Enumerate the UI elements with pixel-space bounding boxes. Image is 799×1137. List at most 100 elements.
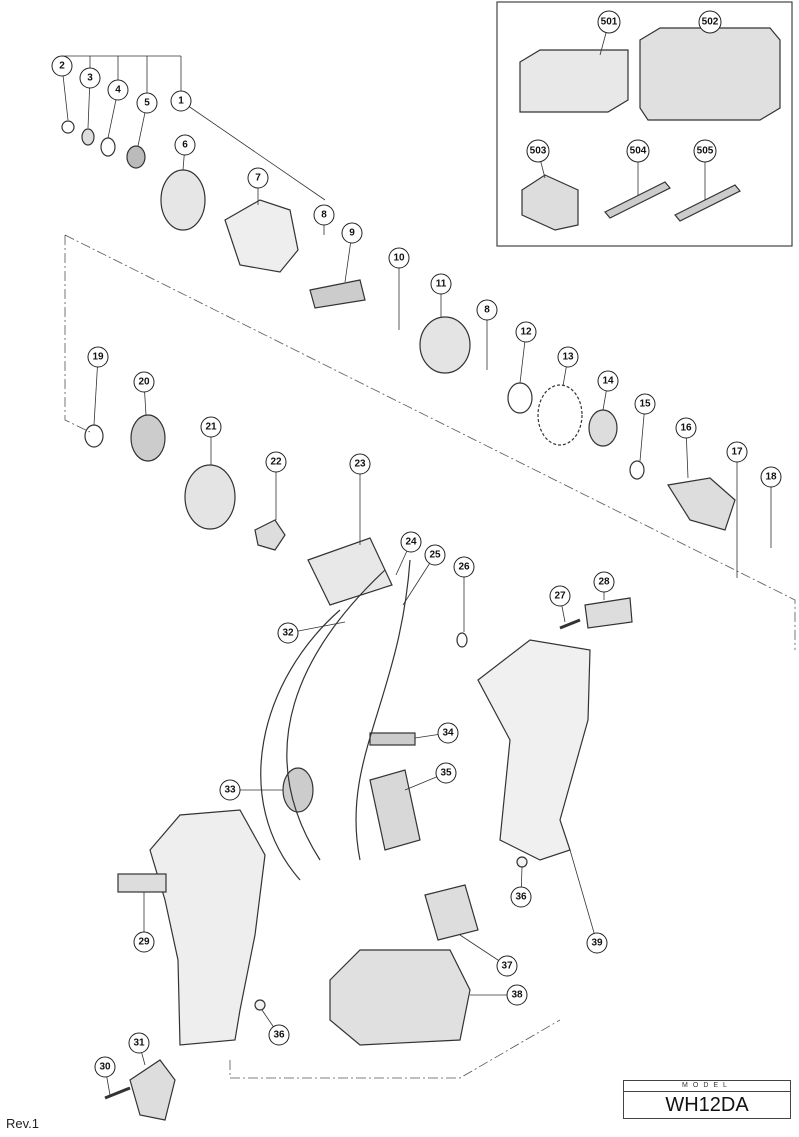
callout-circle: [170, 90, 192, 112]
callout-circle: [247, 167, 269, 189]
callout-number: 39: [591, 938, 603, 949]
part-15-drawing: [629, 460, 645, 480]
part-callout-8: 8: [476, 299, 498, 321]
part-7-drawing: [224, 199, 299, 273]
callout-circle: [626, 139, 650, 163]
bit-drawing-504: [604, 181, 671, 219]
cover-31-drawing: [129, 1059, 176, 1121]
callout-number: 10: [393, 253, 405, 264]
callout-number: 503: [530, 146, 547, 157]
callout-number: 23: [354, 459, 366, 470]
callout-number: 502: [702, 17, 719, 28]
callout-circle: [506, 984, 528, 1006]
part-12-drawing: [507, 382, 533, 414]
callout-number: 8: [484, 305, 490, 316]
callout-number: 2: [59, 61, 65, 72]
part-callout-26: 26: [453, 556, 475, 578]
callout-number: 3: [87, 73, 93, 84]
part-callout-11: 11: [430, 273, 452, 295]
callout-number: 15: [639, 399, 651, 410]
callout-number: 28: [598, 577, 610, 588]
callout-circle: [476, 299, 498, 321]
callout-number: 13: [562, 352, 574, 363]
accessory-inset-frame: [496, 1, 793, 247]
leader-line: [180, 100, 326, 201]
callout-number: 501: [601, 17, 618, 28]
part-callout-32: 32: [277, 622, 299, 644]
callout-circle: [430, 273, 452, 295]
part-2-drawing: [61, 120, 75, 134]
part-callout-20: 20: [133, 371, 155, 393]
callout-circle: [549, 585, 571, 607]
bit-drawing-505: [674, 184, 741, 222]
callout-number: 12: [520, 327, 532, 338]
callout-circle: [349, 453, 371, 475]
callout-number: 504: [630, 146, 647, 157]
callout-number: 20: [138, 377, 150, 388]
callout-number: 21: [205, 422, 217, 433]
callout-circle: [341, 222, 363, 244]
callout-circle: [265, 451, 287, 473]
model-title-block: MODEL WH12DA: [623, 1080, 791, 1119]
part-callout-12: 12: [515, 321, 537, 343]
switch-lever-drawing: [369, 732, 416, 746]
charger-drawing: [519, 49, 629, 113]
part-callout-35: 35: [435, 762, 457, 784]
part-callout-24: 24: [400, 531, 422, 553]
callout-number: 19: [92, 352, 104, 363]
part-6-drawing: [160, 169, 206, 231]
callout-circle: [128, 1032, 150, 1054]
part-callout-30: 30: [94, 1056, 116, 1078]
part-callout-37: 37: [496, 955, 518, 977]
callout-number: 37: [501, 961, 513, 972]
part-26-drawing: [456, 632, 468, 648]
wires-drawing: [260, 559, 411, 881]
callout-circle: [586, 932, 608, 954]
part-22-drawing: [254, 519, 286, 551]
part-callout-36: 36: [510, 886, 532, 908]
callout-circle: [597, 10, 621, 34]
callout-circle: [174, 134, 196, 156]
callout-circle: [277, 622, 299, 644]
callout-number: 1: [178, 96, 184, 107]
callout-circle: [526, 139, 550, 163]
callout-circle: [453, 556, 475, 578]
callout-circle: [388, 247, 410, 269]
part-9-drawing: [309, 279, 366, 309]
guide-upper: [64, 234, 796, 650]
part-callout-31: 31: [128, 1032, 150, 1054]
part-drawings: [61, 1, 793, 1121]
guide-lower: [229, 1019, 561, 1079]
screw-30-drawing: [104, 1086, 131, 1100]
callout-circle: [107, 79, 129, 101]
callout-circle: [424, 544, 446, 566]
label-29-drawing: [117, 873, 167, 893]
callout-circle: [435, 762, 457, 784]
callout-circle: [675, 417, 697, 439]
part-callout-505: 505: [693, 139, 717, 163]
part-callout-10: 10: [388, 247, 410, 269]
part-callout-5: 5: [136, 92, 158, 114]
callout-circle: [219, 779, 241, 801]
callout-number: 33: [224, 785, 236, 796]
callout-number: 16: [680, 423, 692, 434]
callout-circle: [136, 92, 158, 114]
part-callout-502: 502: [698, 10, 722, 34]
callout-number: 38: [511, 990, 523, 1001]
part-16-drawing: [667, 477, 736, 531]
part-callout-504: 504: [626, 139, 650, 163]
callout-number: 34: [442, 728, 454, 739]
part-5-drawing: [126, 145, 146, 169]
callout-number: 27: [554, 591, 566, 602]
housing-right-drawing: [477, 639, 591, 861]
callout-number: 4: [115, 85, 121, 96]
part-callout-2: 2: [51, 55, 73, 77]
part-callout-503: 503: [526, 139, 550, 163]
part-callout-18: 18: [760, 466, 782, 488]
callout-circle: [51, 55, 73, 77]
callout-circle: [726, 441, 748, 463]
callout-circle: [515, 321, 537, 343]
callout-circle: [437, 722, 459, 744]
hook-drawing: [521, 174, 579, 231]
